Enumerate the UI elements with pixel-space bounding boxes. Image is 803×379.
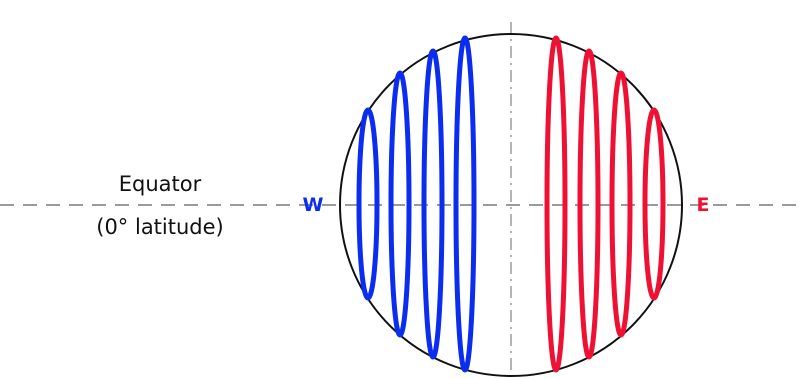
east-label: E	[697, 194, 710, 216]
west-label: W	[303, 194, 324, 216]
equator-title: Equator	[119, 172, 202, 196]
equator-subtitle: (0° latitude)	[96, 215, 224, 239]
